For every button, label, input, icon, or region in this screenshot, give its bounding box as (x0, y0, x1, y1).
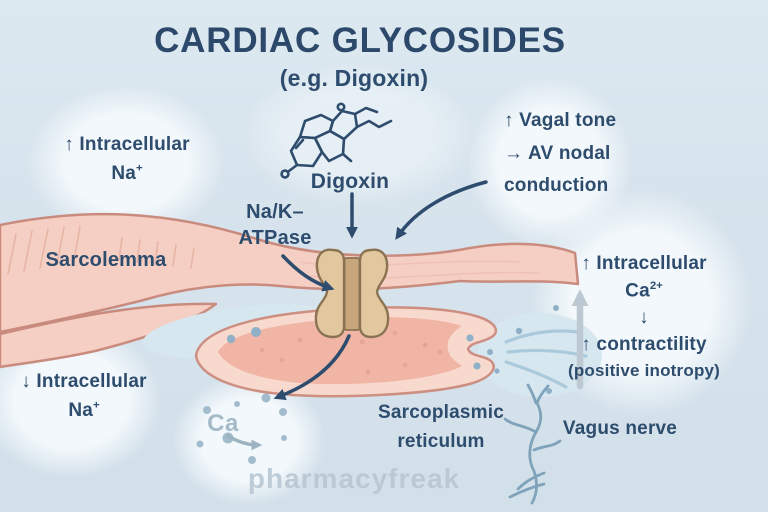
digoxin-molecule-label: Digoxin (310, 170, 390, 193)
calcium-ion-symbol: Ca (207, 410, 239, 437)
vagal-line2: → AV nodal (504, 142, 611, 164)
channel-to-calcium-arrow (273, 334, 351, 401)
sr-line2: reticulum (397, 430, 485, 452)
pump-line2: ATPase (238, 226, 312, 249)
ca-line2: ↑ contractility (581, 334, 707, 356)
intracellular-calcium-effect-label: ↑ Intracellular Ca2+ ↓ ↑ contractility (… (568, 251, 720, 383)
pump-line1: Na/K– (246, 201, 304, 223)
pump-label-arrow (281, 254, 335, 292)
na-k-atpase-label: Na/K– ATPase (238, 200, 311, 251)
highlight-circle-molecule (242, 64, 474, 206)
cytosol-pocket-right (478, 313, 602, 397)
vagal-to-membrane-arrow (395, 180, 488, 240)
sr-line1: Sarcoplasmic (378, 402, 504, 423)
ca-line1: ↑ Intracellular (581, 253, 707, 274)
vagus-nerve-icon (503, 383, 562, 505)
na-down-line1: ↓ Intracellular (21, 371, 147, 392)
vagal-tone-label: ↑ Vagal tone → AV nodal conduction (504, 105, 616, 203)
page-title: CARDIAC GLYCOSIDES (154, 21, 566, 60)
na-up-line1: ↑ Intracellular (64, 134, 190, 155)
sarcolemma-label: Sarcolemma (45, 249, 167, 271)
ca-line3: (positive inotropy) (567, 361, 721, 381)
ca-ion: Ca2+ (625, 279, 663, 302)
sarcoplasmic-reticulum-label: Sarcoplasmic reticulum (378, 399, 504, 456)
sarcolemma-membrane (0, 212, 580, 369)
na-up-ion: Na+ (111, 162, 143, 184)
vagal-line3: conduction (504, 175, 609, 197)
page-subtitle: (e.g. Digoxin) (279, 65, 429, 91)
ca-movement-arrow (226, 434, 263, 451)
intracellular-na-increase-label: ↑ Intracellular Na+ (64, 131, 190, 188)
vagal-line1: ↑ Vagal tone (504, 110, 617, 131)
intracellular-na-decrease-label: ↓ Intracellular Na+ (21, 368, 147, 425)
digoxin-structure-icon (280, 102, 393, 179)
ca-then-arrow: ↓ (639, 307, 649, 329)
highlight-circle-na-up (28, 86, 224, 238)
na-down-ion: Na+ (68, 399, 100, 421)
calcium-ion-dots (226, 305, 559, 394)
ca-circle-dots (196, 393, 287, 464)
watermark: pharmacyfreak (247, 463, 461, 494)
vagus-nerve-label: Vagus nerve (562, 418, 678, 439)
na-k-atpase-channel-icon (314, 248, 390, 339)
